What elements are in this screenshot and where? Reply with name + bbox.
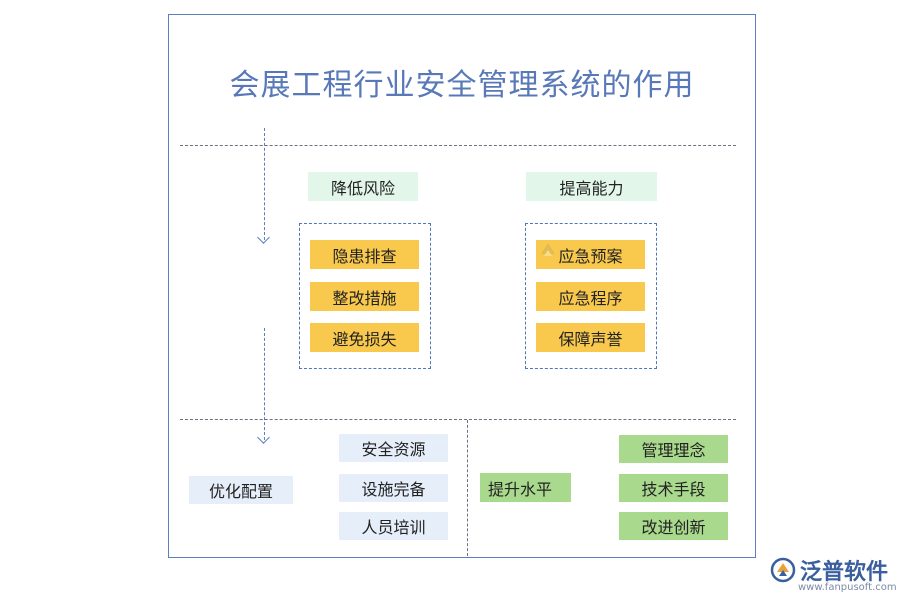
group-improve-capability bbox=[525, 223, 657, 369]
item-staff-training: 人员培训 bbox=[339, 512, 448, 540]
flow-arrow-line-1 bbox=[264, 128, 265, 240]
diagram-title: 会展工程行业安全管理系统的作用 bbox=[229, 68, 695, 103]
brand-url: www.fanpusoft.com bbox=[798, 582, 897, 593]
item-emergency-procedure: 应急程序 bbox=[536, 282, 645, 311]
separator-bottom bbox=[180, 419, 736, 420]
item-hazard-inspection: 隐患排查 bbox=[310, 240, 419, 269]
item-protect-reputation: 保障声誉 bbox=[536, 323, 645, 352]
item-complete-facilities: 设施完备 bbox=[339, 474, 448, 502]
item-management-concept: 管理理念 bbox=[619, 435, 728, 463]
brand-logo: 泛普软件 bbox=[770, 554, 888, 586]
group-reduce-risk bbox=[299, 223, 431, 369]
diagram-frame bbox=[168, 14, 756, 558]
fanpu-logo-icon bbox=[770, 557, 796, 583]
flow-arrow-line-2 bbox=[264, 328, 265, 440]
item-safety-resources: 安全资源 bbox=[339, 434, 448, 462]
separator-top bbox=[180, 145, 736, 146]
brand-name: 泛普软件 bbox=[800, 560, 889, 585]
separator-vertical bbox=[467, 420, 468, 556]
header-reduce-risk: 降低风险 bbox=[308, 172, 418, 201]
item-emergency-plan: 应急预案 bbox=[536, 240, 645, 269]
item-technical-means: 技术手段 bbox=[619, 474, 728, 502]
label-optimize-allocation: 优化配置 bbox=[189, 476, 293, 504]
label-raise-level: 提升水平 bbox=[480, 473, 571, 502]
item-improvement-innovation: 改进创新 bbox=[619, 512, 728, 540]
item-avoid-loss: 避免损失 bbox=[310, 323, 419, 352]
header-improve-capability: 提高能力 bbox=[526, 172, 657, 201]
item-rectification: 整改措施 bbox=[310, 282, 419, 311]
watermark-logo-icon bbox=[541, 243, 555, 256]
